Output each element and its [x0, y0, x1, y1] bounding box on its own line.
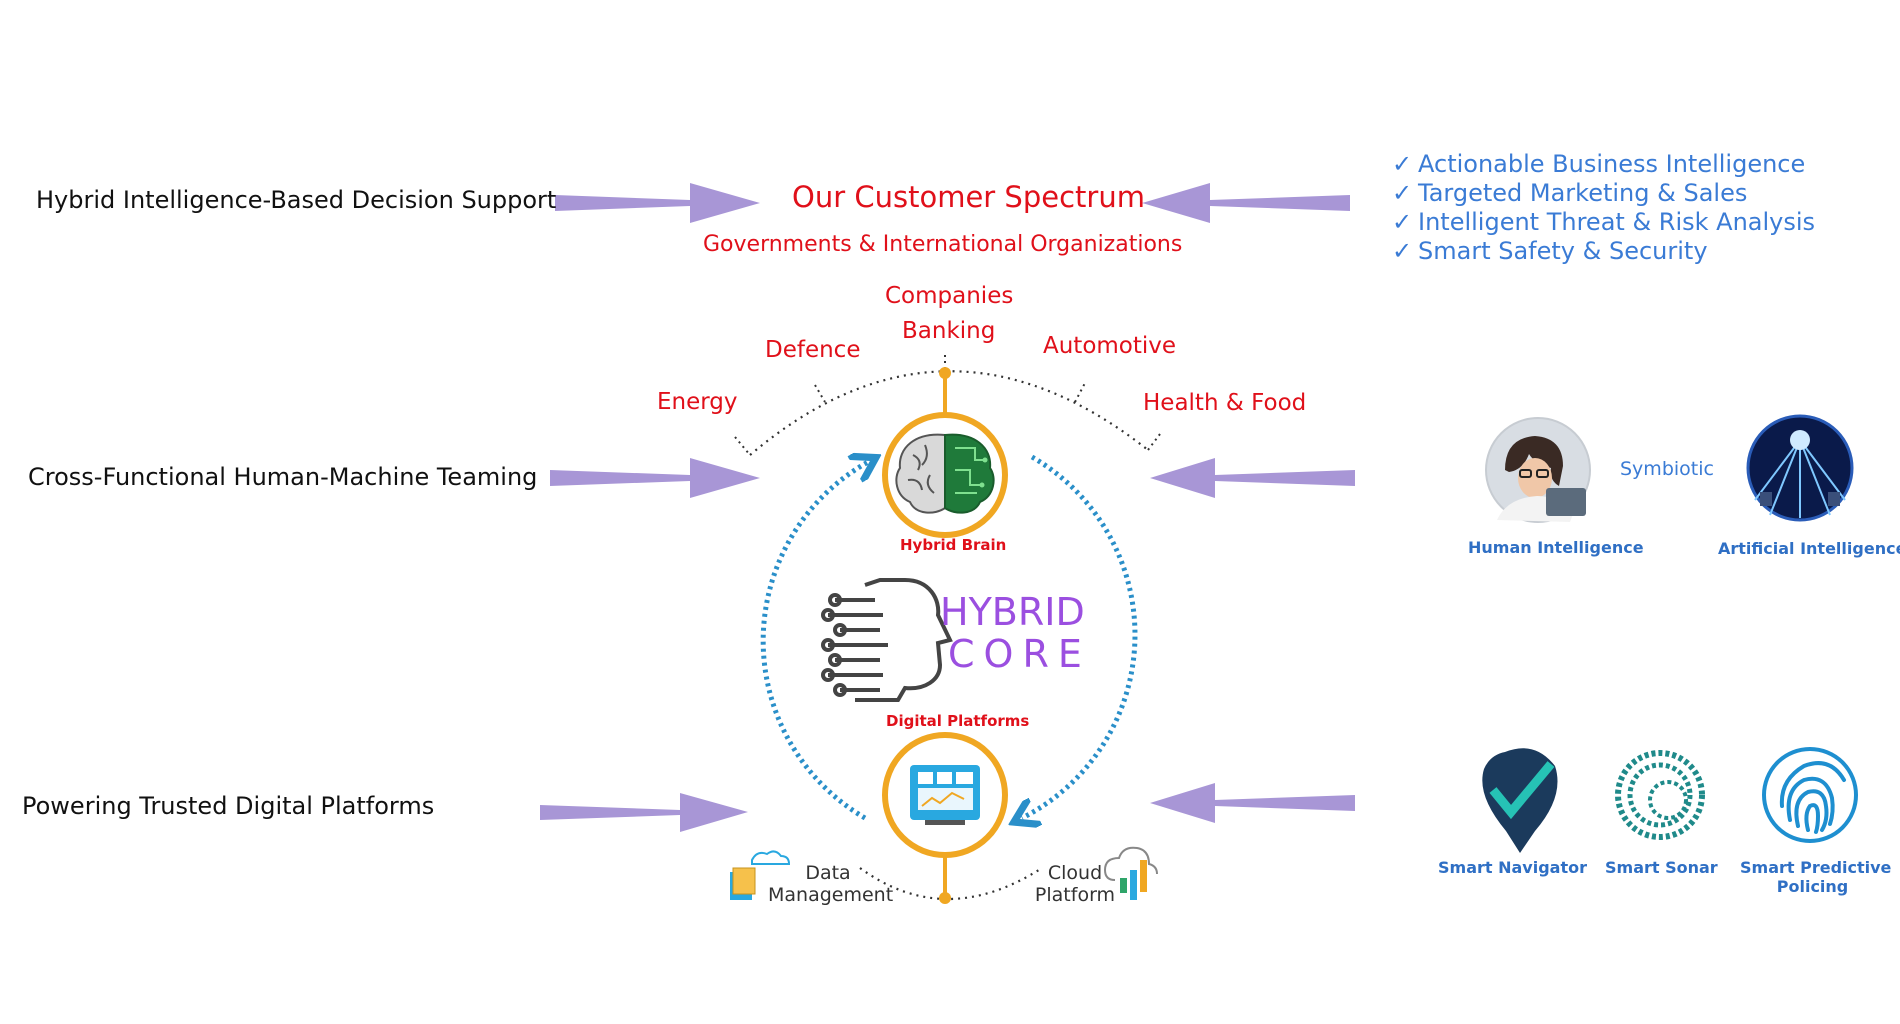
check-icon: ✓: [1392, 237, 1413, 265]
check-icon: ✓: [1392, 208, 1413, 236]
smart-sonar-label: Smart Sonar: [1605, 858, 1718, 877]
sector-health-food: Health & Food: [1143, 390, 1307, 416]
cloud-platform-line1: Cloud: [1047, 862, 1103, 884]
human-avatar-icon: [1485, 417, 1591, 523]
check-icon: ✓: [1392, 179, 1413, 207]
policing-line1: Smart Predictive: [1740, 858, 1892, 877]
cloud-platform-label: Cloud Platform: [1025, 862, 1125, 906]
data-management-line1: Data: [805, 862, 851, 884]
sector-companies: Companies: [885, 283, 1014, 309]
core-line2: CORE: [948, 632, 1091, 676]
smart-navigator-label: Smart Navigator: [1438, 858, 1587, 877]
artificial-intelligence-label: Artificial Intelligence: [1718, 539, 1900, 558]
arrow-right-top: [1142, 183, 1350, 223]
data-management-label: Data Management: [768, 862, 894, 906]
folder-icon: [730, 850, 791, 900]
symbiotic-label: Symbiotic: [1620, 458, 1714, 480]
benefit-item: ✓Targeted Marketing & Sales: [1392, 179, 1748, 207]
head-circuit-icon: [821, 578, 953, 702]
customer-spectrum-subtitle: Governments & International Organization…: [703, 232, 1183, 257]
arrow-left-mid: [550, 458, 760, 498]
digital-platforms-label: Digital Platforms: [886, 712, 1030, 730]
data-management-line2: Management: [768, 884, 894, 906]
smart-predictive-policing-label: Smart Predictive Policing: [1740, 858, 1892, 896]
platform-arc: [859, 867, 1043, 900]
arrow-left-top: [555, 183, 760, 223]
arrow-left-bottom: [540, 793, 748, 832]
arrow-right-mid: [1150, 458, 1355, 498]
benefit-item: ✓Intelligent Threat & Risk Analysis: [1392, 208, 1816, 236]
sector-automotive: Automotive: [1043, 333, 1177, 359]
benefit-item: ✓Actionable Business Intelligence: [1392, 150, 1806, 178]
cloud-icon: [1103, 846, 1158, 900]
brain-icon: [895, 433, 995, 514]
navigator-icon: [1482, 748, 1558, 853]
benefits-list: ✓Actionable Business Intelligence ✓Targe…: [1392, 150, 1815, 266]
sonar-icon: [1615, 750, 1705, 840]
ai-orb-icon: [1746, 414, 1854, 522]
customer-spectrum-title: Our Customer Spectrum: [792, 180, 1145, 214]
sector-defence: Defence: [765, 337, 861, 363]
human-intelligence-label: Human Intelligence: [1468, 538, 1644, 557]
cloud-platform-line2: Platform: [1034, 884, 1116, 906]
check-icon: ✓: [1392, 150, 1413, 178]
sector-banking: Banking: [902, 318, 996, 344]
cycle-arc-left: [760, 462, 868, 821]
policing-line2: Policing: [1776, 877, 1849, 896]
dashboard-icon: [910, 765, 980, 825]
cycle-arc-right: [1022, 454, 1138, 818]
platforms-label: Powering Trusted Digital Platforms: [22, 792, 435, 820]
teaming-label: Cross-Functional Human-Machine Teaming: [28, 463, 538, 491]
decision-support-label: Hybrid Intelligence-Based Decision Suppo…: [36, 186, 557, 214]
arrow-right-bottom: [1150, 783, 1355, 823]
sector-energy: Energy: [657, 389, 738, 415]
core-line1: HYBRID: [940, 590, 1085, 634]
benefit-item: ✓Smart Safety & Security: [1392, 237, 1708, 265]
hybrid-brain-label: Hybrid Brain: [900, 536, 1007, 554]
fingerprint-icon: [1762, 747, 1858, 843]
